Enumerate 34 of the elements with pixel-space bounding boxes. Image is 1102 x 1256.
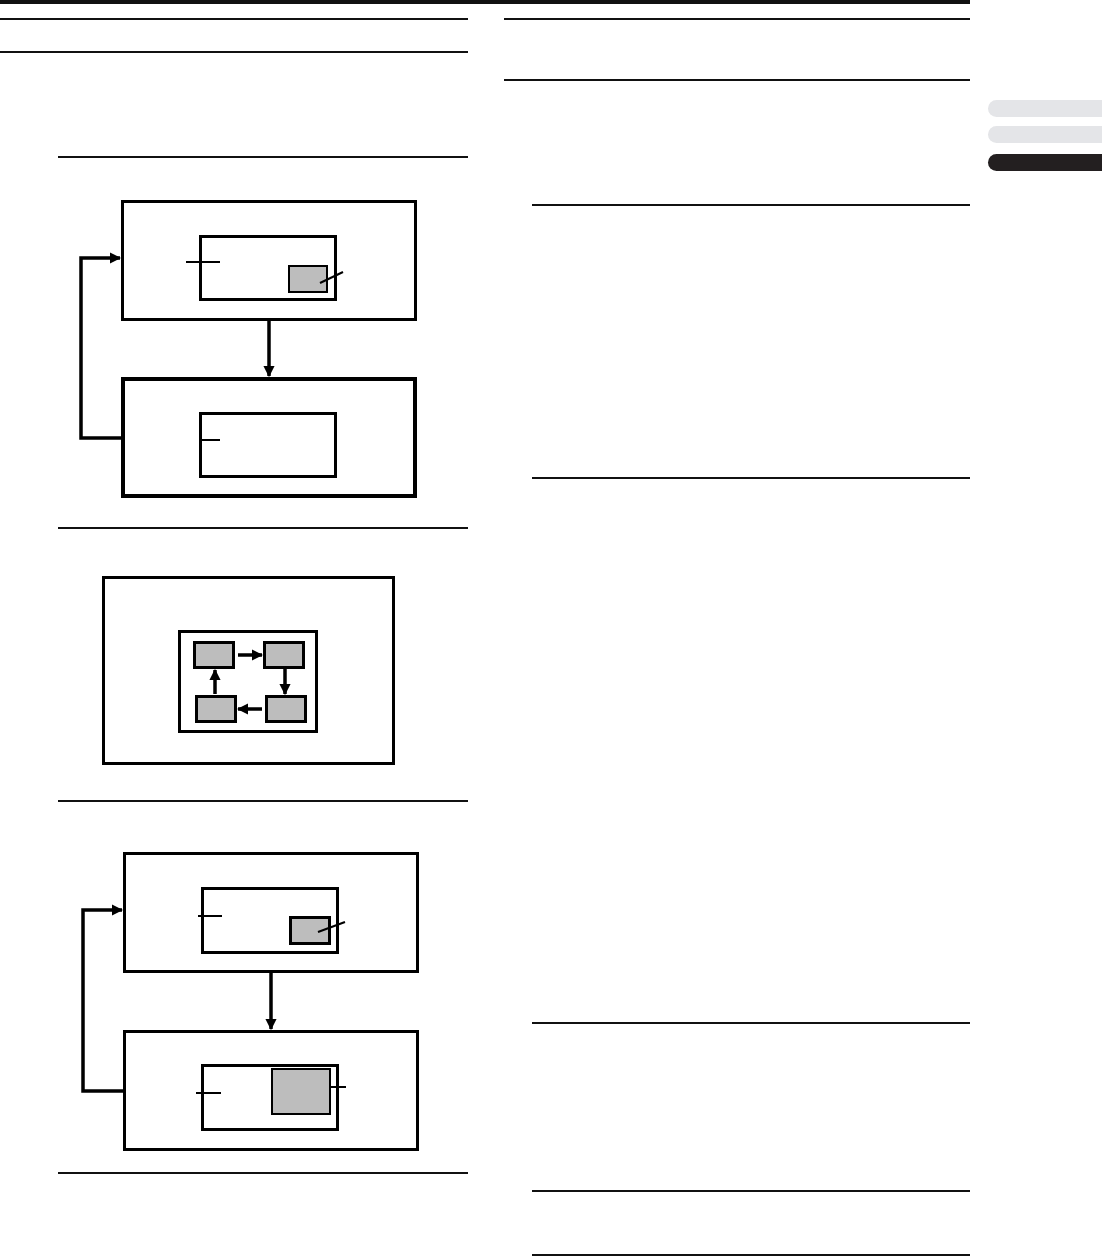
leader-line	[185, 261, 221, 263]
arrow	[238, 649, 264, 661]
component-box	[271, 1068, 331, 1115]
component-box	[288, 265, 328, 293]
arrow	[236, 703, 262, 715]
component-box	[193, 641, 235, 669]
block-box	[121, 200, 417, 321]
leader-line	[319, 271, 344, 284]
leader-line	[195, 1092, 222, 1094]
arrow	[79, 252, 122, 440]
arrow	[209, 668, 221, 694]
leader-line	[330, 1086, 347, 1088]
block-box	[123, 1030, 419, 1151]
arrow	[81, 904, 124, 1093]
leader-line	[317, 921, 346, 933]
block-box	[123, 852, 419, 973]
inner-box	[178, 630, 318, 733]
section-tab	[988, 154, 1102, 171]
section-tab	[988, 100, 1102, 117]
inner-box	[201, 1064, 339, 1131]
component-box	[289, 916, 331, 945]
block-box	[121, 377, 417, 498]
section-tab	[988, 126, 1102, 143]
inner-box	[201, 887, 339, 954]
component-box	[263, 641, 305, 669]
arrow	[265, 973, 277, 1031]
block-box	[102, 576, 395, 765]
arrow	[263, 321, 275, 378]
arrow	[279, 669, 291, 696]
component-box	[195, 695, 237, 723]
inner-box	[199, 235, 337, 301]
inner-box	[199, 412, 337, 478]
leader-line	[197, 915, 223, 917]
component-box	[265, 695, 307, 723]
